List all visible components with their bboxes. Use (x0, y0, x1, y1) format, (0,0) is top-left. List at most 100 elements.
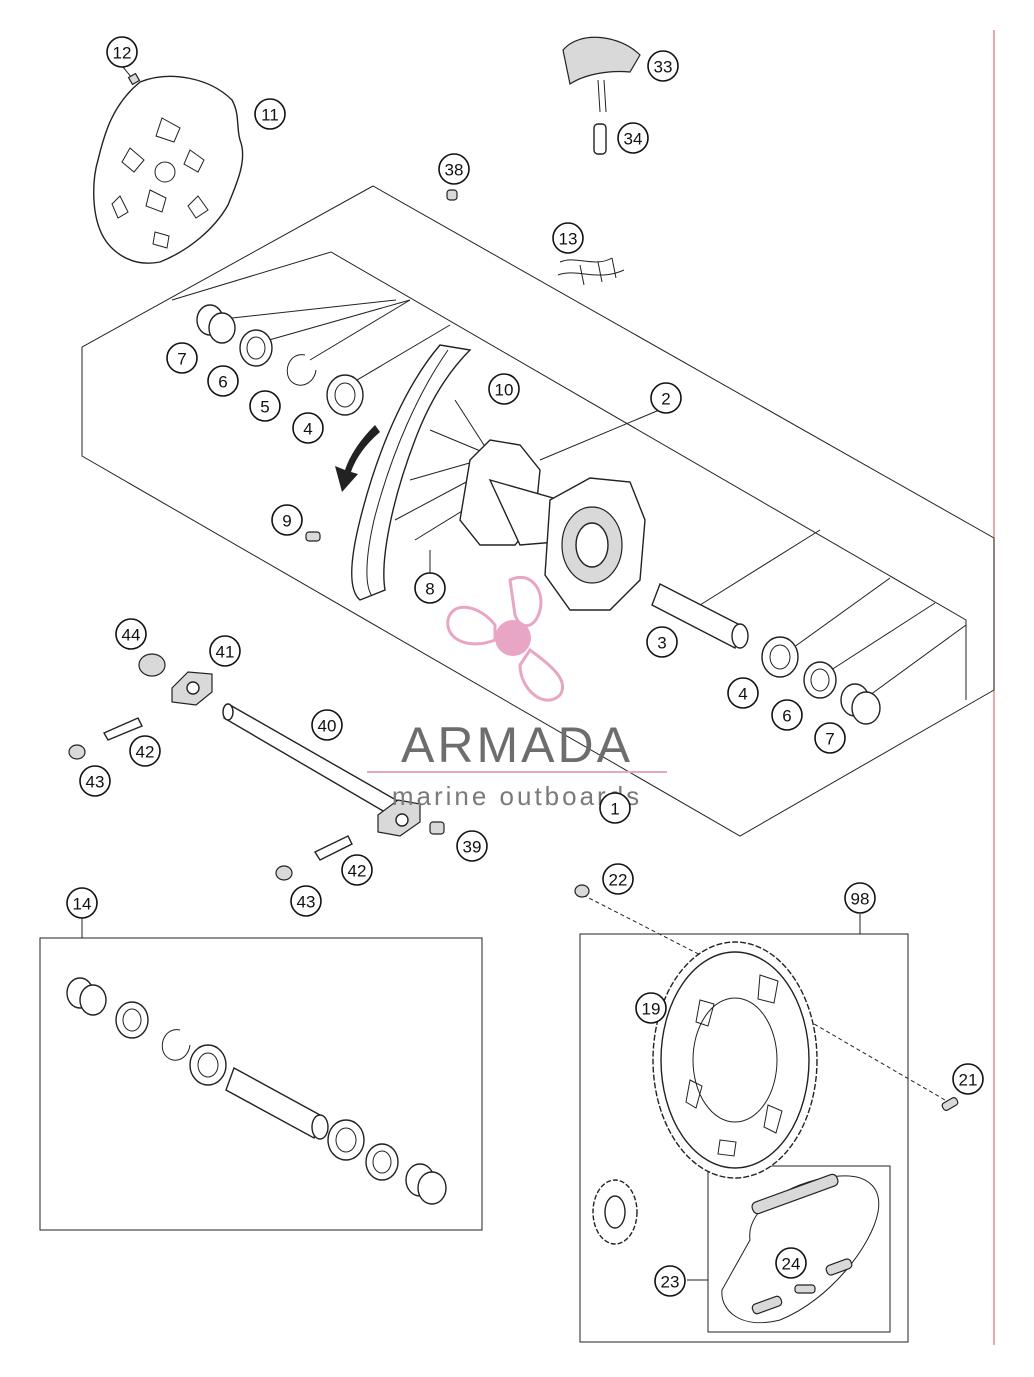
screw-42-left (103, 717, 143, 741)
callout-label: 41 (216, 643, 235, 662)
callout-34: 34 (617, 122, 649, 154)
rotation-arrow (335, 425, 380, 492)
watermark-brand: ARMADA (401, 717, 633, 773)
callout-1: 1 (599, 792, 631, 824)
callout-9: 9 (271, 504, 303, 536)
callout-circle (952, 1063, 984, 1095)
bearing-4-top (326, 374, 364, 416)
bolt-39 (429, 821, 445, 835)
callout-circle (771, 699, 803, 731)
seal-6-bottom (803, 661, 837, 699)
callout-21: 21 (952, 1063, 984, 1095)
front-sprocket (592, 1179, 638, 1245)
leader-21 (789, 1009, 946, 1101)
callout-7: 7 (166, 342, 198, 374)
callout-label: 12 (113, 44, 132, 63)
callout-label: 10 (495, 381, 514, 400)
callout-22: 22 (602, 863, 634, 895)
callout-33: 33 (647, 50, 679, 82)
callout-8: 8 (414, 572, 446, 604)
callout-label: 21 (959, 1071, 978, 1090)
circlip-5 (286, 354, 317, 386)
callout-circle (311, 709, 343, 741)
kit-frame-14 (39, 937, 483, 1231)
callout-circle (209, 635, 241, 667)
inner-frame-line (171, 251, 967, 700)
brake-disc-11 (93, 75, 244, 264)
callout-label: 3 (657, 634, 666, 653)
callout-circle (254, 98, 286, 130)
callout-39: 39 (456, 830, 488, 862)
callout-circle (617, 122, 649, 154)
callout-4: 4 (292, 412, 324, 444)
callout-5: 5 (249, 390, 281, 422)
rear-sprocket-19 (652, 941, 818, 1179)
spacer-tube-3 (651, 583, 749, 650)
callout-circle (106, 36, 138, 68)
chain-adjuster-right (377, 799, 421, 837)
callout-label: 22 (609, 871, 628, 890)
callout-23: 23 (654, 1265, 686, 1297)
callout-circle (79, 765, 111, 797)
callout-circle (292, 412, 324, 444)
nut-44 (138, 653, 166, 677)
callout-6: 6 (207, 365, 239, 397)
callout-3: 3 (646, 626, 678, 658)
hub-2 (459, 439, 646, 611)
callout-circle (166, 342, 198, 374)
callout-label: 38 (445, 161, 464, 180)
callout-label: 43 (297, 893, 316, 912)
callout-circle (775, 1247, 807, 1279)
callout-circle (844, 882, 876, 914)
callout-label: 9 (282, 512, 291, 531)
callout-circle (438, 153, 470, 185)
callout-circle (599, 792, 631, 824)
callout-43: 43 (290, 885, 322, 917)
pin-34 (593, 123, 607, 155)
callout-label: 23 (661, 1273, 680, 1292)
callout-circle (414, 572, 446, 604)
kit-frame-98 (579, 933, 909, 1343)
callout-2: 2 (650, 382, 682, 414)
chain-24 (721, 1173, 880, 1324)
callout-label: 2 (661, 390, 670, 409)
leader-22 (582, 894, 721, 966)
callout-circle (115, 618, 147, 650)
seal-6-top (239, 329, 273, 367)
callout-label: 6 (218, 373, 227, 392)
nut-22 (574, 884, 590, 898)
callout-circle (271, 504, 303, 536)
callout-circle (129, 735, 161, 767)
armada-watermark: ARMADA marine outboards (367, 575, 667, 811)
callout-circle (488, 373, 520, 405)
nut-43-right (275, 865, 293, 881)
callout-43: 43 (79, 765, 111, 797)
callout-circle (635, 992, 667, 1024)
stand-33 (562, 36, 641, 113)
callout-7: 7 (814, 722, 846, 754)
leader-lines-right (699, 529, 967, 696)
rim-tape-13 (557, 257, 625, 286)
callout-38: 38 (438, 153, 470, 185)
callout-label: 39 (463, 838, 482, 857)
callout-circle (341, 854, 373, 886)
callout-label: 43 (86, 773, 105, 792)
callout-6: 6 (771, 699, 803, 731)
callout-label: 42 (348, 862, 367, 881)
bolt-12 (122, 66, 141, 86)
callout-circle (249, 390, 281, 422)
callout-42: 42 (341, 854, 373, 886)
cap-38 (446, 189, 458, 201)
callout-circle (650, 382, 682, 414)
callout-19: 19 (635, 992, 667, 1024)
callout-13: 13 (552, 222, 584, 254)
callout-label: 24 (782, 1255, 801, 1274)
watermark-tagline: marine outboards (392, 781, 642, 811)
callout-label: 1 (610, 800, 619, 819)
callout-98: 98 (844, 882, 876, 914)
callout-label: 33 (654, 58, 673, 77)
callout-label: 34 (624, 130, 643, 149)
bearing-4-bottom (761, 636, 799, 678)
bolt-21 (941, 1097, 959, 1111)
callout-circle (602, 863, 634, 895)
